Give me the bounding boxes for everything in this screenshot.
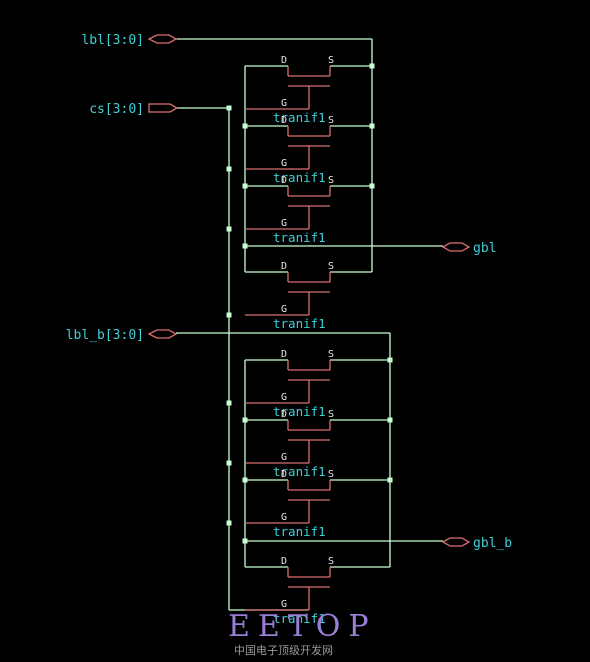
junction	[226, 460, 232, 466]
junction	[242, 123, 248, 129]
pin-d-label: D	[281, 556, 287, 567]
pin-g-label: G	[281, 512, 287, 523]
pin-g-label: G	[281, 98, 287, 109]
junction	[369, 63, 375, 69]
port-gbl_b-label: gbl_b	[473, 536, 512, 551]
pin-g-label: G	[281, 218, 287, 229]
watermark-subtitle: 中国电子顶级开发网	[234, 643, 333, 657]
junction	[226, 226, 232, 232]
junction	[226, 166, 232, 172]
port-gbl_b-shape	[441, 537, 471, 547]
pin-g-label: G	[281, 158, 287, 169]
instance-name: tranif1	[273, 464, 326, 479]
junction	[226, 312, 232, 318]
junction	[369, 183, 375, 189]
pin-d-label: D	[281, 409, 287, 420]
pin-g-label: G	[281, 452, 287, 463]
port-cs-shape	[148, 103, 179, 113]
pin-d-label: D	[281, 175, 287, 186]
port-gbl_b[interactable]: gbl_b	[441, 536, 512, 551]
watermark-title: EETOP	[228, 609, 377, 644]
pin-s-label: S	[328, 409, 334, 420]
pin-s-label: S	[328, 349, 334, 360]
pin-d-label: D	[281, 115, 287, 126]
pin-s-label: S	[328, 261, 334, 272]
port-lbl_b-shape	[147, 329, 178, 339]
watermark: EETOP 中国电子顶级开发网	[228, 609, 377, 657]
junction	[242, 477, 248, 483]
junction	[242, 183, 248, 189]
pin-s-label: S	[328, 115, 334, 126]
pin-s-label: S	[328, 556, 334, 567]
instance-name: tranif1	[273, 524, 326, 539]
instance-name: tranif1	[273, 316, 326, 331]
junction	[242, 243, 248, 249]
junction	[387, 477, 393, 483]
pin-d-label: D	[281, 469, 287, 480]
port-lbl_b[interactable]: lbl_b[3:0]	[66, 328, 178, 343]
ports: lbl[3:0] cs[3:0] lbl_b[3:0] gbl gbl_b	[66, 33, 513, 551]
junction	[242, 538, 248, 544]
pin-g-label: G	[281, 304, 287, 315]
junction	[226, 105, 232, 111]
port-cs[interactable]: cs[3:0]	[89, 102, 179, 117]
port-gbl-label: gbl	[473, 241, 496, 256]
junction	[226, 400, 232, 406]
port-lbl-label: lbl[3:0]	[81, 33, 144, 48]
junction	[387, 357, 393, 363]
pin-s-label: S	[328, 175, 334, 186]
instance-name: tranif1	[273, 170, 326, 185]
junction	[226, 520, 232, 526]
instance-name: tranif1	[273, 230, 326, 245]
port-lbl-shape	[147, 34, 178, 44]
instance-name: tranif1	[273, 404, 326, 419]
pin-g-label: G	[281, 599, 287, 610]
port-gbl[interactable]: gbl	[441, 241, 496, 256]
junction	[369, 123, 375, 129]
pin-g-label: G	[281, 392, 287, 403]
junction	[242, 417, 248, 423]
pin-d-label: D	[281, 261, 287, 272]
wires	[176, 38, 443, 611]
port-gbl-shape	[441, 242, 471, 252]
pin-d-label: D	[281, 349, 287, 360]
junction	[387, 417, 393, 423]
port-cs-label: cs[3:0]	[89, 102, 144, 117]
instance-name: tranif1	[273, 110, 326, 125]
port-lbl_b-label: lbl_b[3:0]	[66, 328, 144, 343]
pin-s-label: S	[328, 55, 334, 66]
pin-s-label: S	[328, 469, 334, 480]
port-lbl[interactable]: lbl[3:0]	[81, 33, 178, 48]
pin-d-label: D	[281, 55, 287, 66]
instance-name: tranif1	[273, 611, 326, 626]
